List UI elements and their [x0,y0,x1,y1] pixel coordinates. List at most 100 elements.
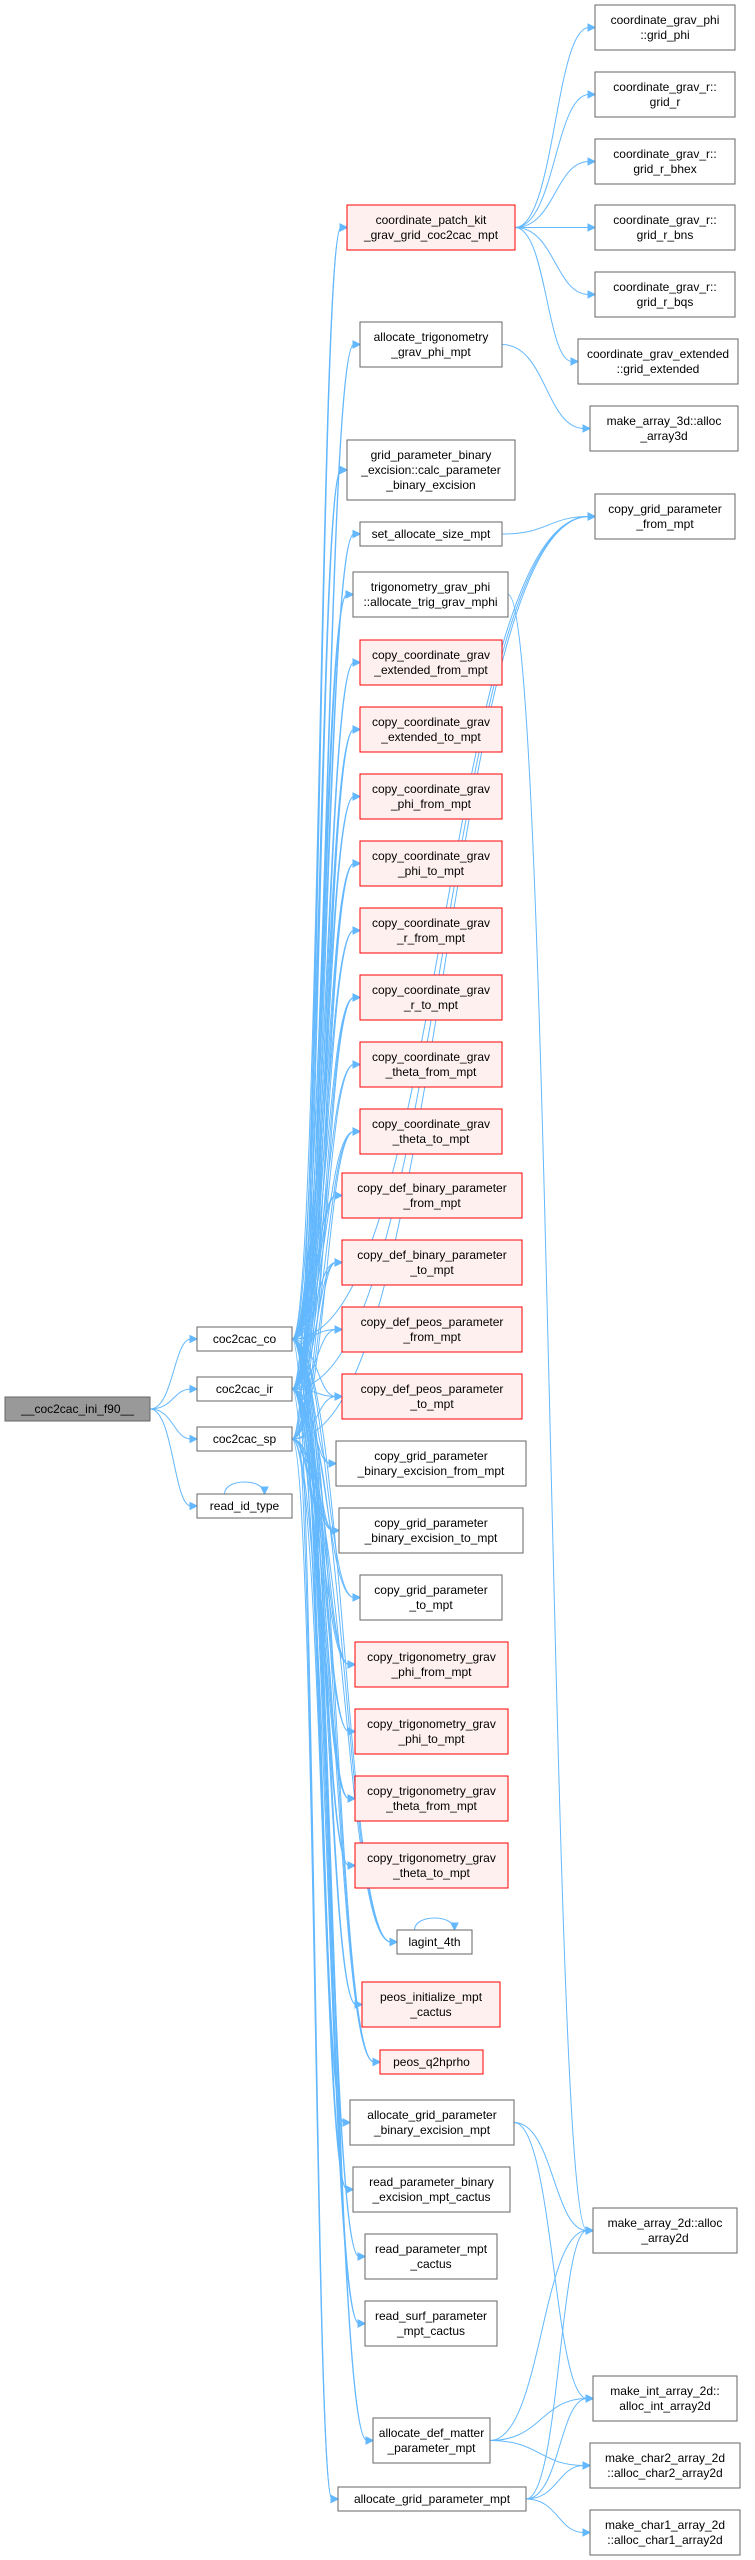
node-label: _cactus [409,2257,451,2271]
node-ccgrf[interactable]: copy_coordinate_grav_r_from_mpt [359,907,503,954]
node-label: _array3d [639,429,687,443]
node-tgp[interactable]: trigonometry_grav_phi::allocate_trig_gra… [352,571,509,618]
node-rsp[interactable]: read_surf_parameter_mpt_cactus [364,2300,498,2347]
node-ccgrt[interactable]: copy_coordinate_grav_r_to_mpt [359,974,503,1021]
node-cgpt[interactable]: copy_grid_parameter_to_mpt [359,1574,503,1621]
node-rpm[interactable]: read_parameter_mpt_cactus [364,2233,498,2280]
node-sas[interactable]: set_allocate_size_mpt [359,521,503,547]
node-label: allocate_grid_parameter_mpt [354,2492,511,2506]
node-label: coordinate_grav_r:: [613,280,716,294]
node-cge[interactable]: coordinate_grav_extended::grid_extended [577,338,739,385]
node-label: __coc2cac_ini_f90__ [20,1402,134,1416]
node-ccgef[interactable]: copy_coordinate_grav_extended_from_mpt [359,639,503,686]
node-label: _from_mpt [402,1330,461,1344]
node-cgrbh[interactable]: coordinate_grav_r::grid_r_bhex [594,138,736,185]
node-mia[interactable]: make_int_array_2d::alloc_int_array2d [592,2375,738,2422]
node-label: peos_initialize_mpt [380,1990,483,2004]
node-ma3[interactable]: make_array_3d::alloc_array3d [589,405,739,452]
node-ctgpt[interactable]: copy_trigonometry_grav_phi_to_mpt [354,1708,509,1755]
node-atg[interactable]: allocate_trigonometry_grav_phi_mpt [359,321,503,368]
node-cgpbt[interactable]: copy_grid_parameter_binary_excision_to_m… [338,1507,524,1554]
node-root[interactable]: __coc2cac_ini_f90__ [4,1396,151,1422]
node-label: set_allocate_size_mpt [372,527,491,541]
node-label: _cactus [409,2005,451,2019]
edge-lag-to-lag [414,1917,459,1932]
node-label: copy_coordinate_grav [372,983,490,997]
node-label: copy_grid_parameter [374,1449,487,1463]
node-label: copy_def_peos_parameter [361,1382,504,1396]
node-rid[interactable]: read_id_type [196,1493,293,1519]
node-label: copy_def_binary_parameter [357,1248,506,1262]
node-label: copy_grid_parameter [374,1516,487,1530]
node-label: peos_q2hprho [393,2055,470,2069]
node-agp[interactable]: allocate_grid_parameter_mpt [337,2486,527,2512]
node-label: copy_coordinate_grav [372,782,490,796]
node-co[interactable]: coc2cac_co [196,1326,293,1352]
node-cpk[interactable]: coordinate_patch_kit_grav_grid_coc2cac_m… [346,204,516,251]
node-label: copy_def_binary_parameter [357,1181,506,1195]
node-label: copy_coordinate_grav [372,1050,490,1064]
node-label: _phi_from_mpt [390,1665,472,1679]
node-pq2[interactable]: peos_q2hprho [379,2049,484,2075]
node-ctgpf[interactable]: copy_trigonometry_grav_phi_from_mpt [354,1641,509,1688]
node-ma2[interactable]: make_array_2d::alloc_array2d [592,2207,738,2254]
node-cdbf[interactable]: copy_def_binary_parameter_from_mpt [341,1172,523,1219]
node-cdpt[interactable]: copy_def_peos_parameter_to_mpt [341,1373,523,1420]
node-label: _binary_excision [385,478,475,492]
node-cgpf[interactable]: copy_grid_parameter_from_mpt [594,493,736,540]
node-ctgtf[interactable]: copy_trigonometry_grav_theta_from_mpt [354,1775,509,1822]
node-label: coc2cac_ir [216,1382,273,1396]
edge-sp-to-rsp [291,1438,367,2328]
node-pim[interactable]: peos_initialize_mpt_cactus [361,1981,501,2028]
node-gpb[interactable]: grid_parameter_binary_excision::calc_par… [346,439,516,501]
node-label: coordinate_grav_r:: [613,80,716,94]
node-label: coordinate_patch_kit [376,213,487,227]
edge-sp-to-cpk [291,223,349,1440]
node-label: _extended_from_mpt [373,663,488,677]
node-cdpf[interactable]: copy_def_peos_parameter_from_mpt [341,1306,523,1353]
node-sp[interactable]: coc2cac_sp [196,1426,293,1452]
edge-rid-to-rid [224,1481,269,1496]
node-cgrbns[interactable]: coordinate_grav_r::grid_r_bns [594,204,736,251]
node-label: _grav_grid_coc2cac_mpt [363,228,499,242]
node-adm[interactable]: allocate_def_matter_parameter_mpt [372,2417,491,2464]
node-label: copy_grid_parameter [374,1583,487,1597]
node-label: copy_coordinate_grav [372,1117,490,1131]
node-mc1[interactable]: make_char1_array_2d::alloc_char1_array2d [589,2509,741,2556]
node-label: ::alloc_char2_array2d [607,2466,722,2480]
edge-cpk-to-cgrbqs [514,227,597,299]
node-agpb[interactable]: allocate_grid_parameter_binary_excision_… [349,2099,515,2146]
node-label: copy_trigonometry_grav [367,1717,496,1731]
node-ir[interactable]: coc2cac_ir [196,1376,293,1402]
node-cgpbf[interactable]: copy_grid_parameter_binary_excision_from… [335,1440,527,1487]
node-label: _extended_to_mpt [380,730,481,744]
node-ccgtf[interactable]: copy_coordinate_grav_theta_from_mpt [359,1041,503,1088]
edge-agp-to-ma2 [525,2226,595,2500]
node-label: allocate_trigonometry [374,330,489,344]
node-ccgpf[interactable]: copy_coordinate_grav_phi_from_mpt [359,773,503,820]
node-mc2[interactable]: make_char2_array_2d::alloc_char2_array2d [589,2442,741,2489]
edge-sp-to-ccgpt [291,859,362,1440]
node-label: _excision::calc_parameter [360,463,500,477]
node-lag[interactable]: lagint_4th [396,1929,473,1955]
node-ccgtt[interactable]: copy_coordinate_grav_theta_to_mpt [359,1108,503,1155]
node-label: coordinate_grav_r:: [613,147,716,161]
node-ctgtt[interactable]: copy_trigonometry_grav_theta_to_mpt [354,1842,509,1889]
node-label: grid_r_bns [637,228,694,242]
node-rpb[interactable]: read_parameter_binary_excision_mpt_cactu… [352,2166,511,2213]
node-cgr[interactable]: coordinate_grav_r::grid_r [594,71,736,118]
edge-sp-to-agp [291,1438,340,2504]
node-cgrbqs[interactable]: coordinate_grav_r::grid_r_bqs [594,271,736,318]
edge-sp-to-ccget [291,725,362,1440]
edge-root-to-ir [149,1384,199,1410]
node-label: copy_def_peos_parameter [361,1315,504,1329]
node-cgphi[interactable]: coordinate_grav_phi::grid_phi [594,4,736,51]
edge-agp-to-mc2 [525,2461,592,2500]
edge-sas-to-cgpf [501,512,597,535]
edge-cpk-to-cgr [514,90,597,228]
edge-agpb-to-ma2 [513,2122,595,2235]
node-ccgpt[interactable]: copy_coordinate_grav_phi_to_mpt [359,840,503,887]
node-cdbt[interactable]: copy_def_binary_parameter_to_mpt [341,1239,523,1286]
node-ccget[interactable]: copy_coordinate_grav_extended_to_mpt [359,706,503,753]
